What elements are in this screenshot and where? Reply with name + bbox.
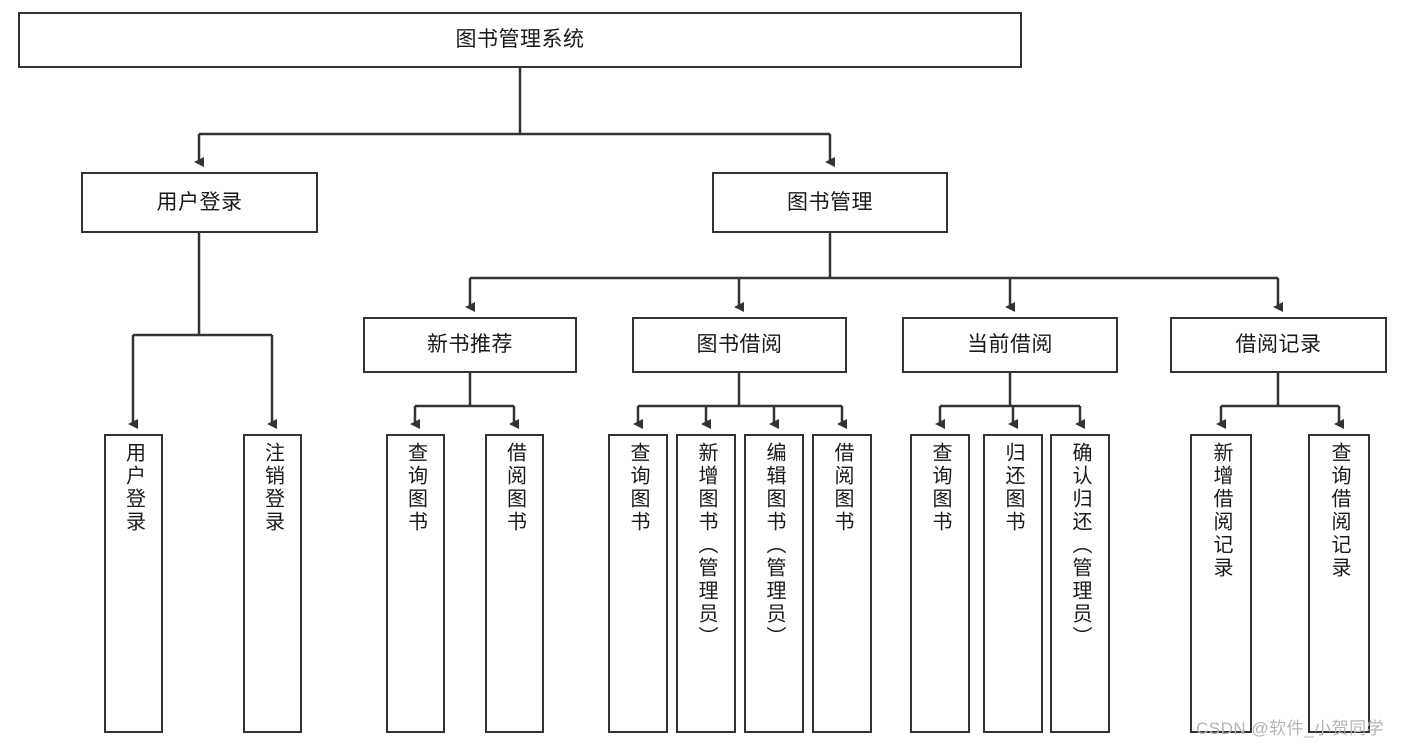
node-leaf-add-book-label: 新增图书（管理员） bbox=[695, 442, 717, 649]
node-leaf-add-borrow-record-label: 新增借阅记录 bbox=[1210, 442, 1232, 580]
node-current-borrow-label: 当前借阅 bbox=[967, 333, 1053, 357]
node-leaf-query-book-3[interactable]: 查询图书 bbox=[910, 434, 970, 733]
node-user-login-label: 用户登录 bbox=[156, 190, 243, 214]
node-leaf-return-book[interactable]: 归还图书 bbox=[983, 434, 1043, 733]
node-borrow-record[interactable]: 借阅记录 bbox=[1170, 317, 1387, 373]
node-book-manage[interactable]: 图书管理 bbox=[712, 172, 948, 233]
node-leaf-query-book-1-label: 查询图书 bbox=[404, 442, 427, 534]
node-leaf-edit-book[interactable]: 编辑图书（管理员） bbox=[744, 434, 804, 733]
node-leaf-edit-book-label: 编辑图书（管理员） bbox=[763, 442, 785, 649]
node-user-login[interactable]: 用户登录 bbox=[81, 172, 318, 233]
node-leaf-add-book[interactable]: 新增图书（管理员） bbox=[676, 434, 736, 733]
node-book-manage-label: 图书管理 bbox=[787, 190, 873, 214]
node-leaf-borrow-book-1-label: 借阅图书 bbox=[503, 442, 526, 534]
node-leaf-user-login[interactable]: 用户登录 bbox=[104, 434, 163, 733]
node-leaf-borrow-book-2[interactable]: 借阅图书 bbox=[812, 434, 872, 733]
node-leaf-query-borrow-record[interactable]: 查询借阅记录 bbox=[1308, 434, 1370, 733]
node-book-borrow-label: 图书借阅 bbox=[696, 333, 783, 357]
node-root-label: 图书管理系统 bbox=[455, 28, 585, 52]
node-book-borrow[interactable]: 图书借阅 bbox=[632, 317, 847, 373]
node-root[interactable]: 图书管理系统 bbox=[18, 12, 1022, 68]
node-leaf-query-book-1[interactable]: 查询图书 bbox=[386, 434, 445, 733]
csdn-watermark: CSDN @软件_小贺同学 bbox=[1196, 719, 1385, 738]
node-leaf-return-book-label: 归还图书 bbox=[1002, 442, 1024, 534]
node-leaf-logout-login-label: 注销登录 bbox=[261, 442, 284, 534]
node-leaf-borrow-book-1[interactable]: 借阅图书 bbox=[485, 434, 544, 733]
node-leaf-query-book-2[interactable]: 查询图书 bbox=[608, 434, 668, 733]
node-leaf-add-borrow-record[interactable]: 新增借阅记录 bbox=[1190, 434, 1252, 733]
node-borrow-record-label: 借阅记录 bbox=[1235, 333, 1322, 357]
node-leaf-confirm-return[interactable]: 确认归还（管理员） bbox=[1050, 434, 1110, 733]
node-leaf-query-book-3-label: 查询图书 bbox=[929, 442, 951, 534]
node-leaf-query-borrow-record-label: 查询借阅记录 bbox=[1328, 442, 1350, 580]
node-leaf-query-book-2-label: 查询图书 bbox=[627, 442, 649, 534]
node-leaf-logout-login[interactable]: 注销登录 bbox=[243, 434, 302, 733]
node-new-book-recommend[interactable]: 新书推荐 bbox=[363, 317, 577, 373]
node-new-book-recommend-label: 新书推荐 bbox=[427, 333, 513, 357]
node-leaf-confirm-return-label: 确认归还（管理员） bbox=[1069, 442, 1091, 649]
node-leaf-borrow-book-2-label: 借阅图书 bbox=[831, 442, 853, 534]
node-current-borrow[interactable]: 当前借阅 bbox=[902, 317, 1118, 373]
node-leaf-user-login-label: 用户登录 bbox=[122, 442, 145, 534]
